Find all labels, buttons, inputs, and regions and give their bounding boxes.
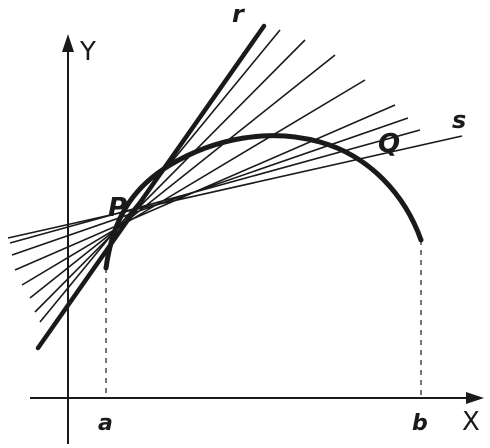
tick-b-label: b [412,411,428,436]
tick-a-label: a [98,411,113,436]
x-axis-label: X [462,407,480,437]
line-r-label: r [232,0,246,28]
secant-lines [7,29,463,323]
drop-lines [105,240,422,398]
secant-line [29,54,336,299]
secant-line [9,129,421,244]
tangent-line-r [35,23,267,351]
secant-line-s [7,135,463,239]
x-axis-arrow-icon [466,392,484,404]
y-axis-arrow-icon [62,34,74,52]
y-axis-label: Y [79,37,96,67]
axes [30,34,484,444]
point-q-label: Q [378,129,400,159]
point-p-label: P [108,193,127,223]
secant-line [11,117,409,256]
function-curve [103,133,424,271]
line-s-label: s [452,106,466,134]
secant-line [34,39,306,313]
secant-line [21,79,366,286]
